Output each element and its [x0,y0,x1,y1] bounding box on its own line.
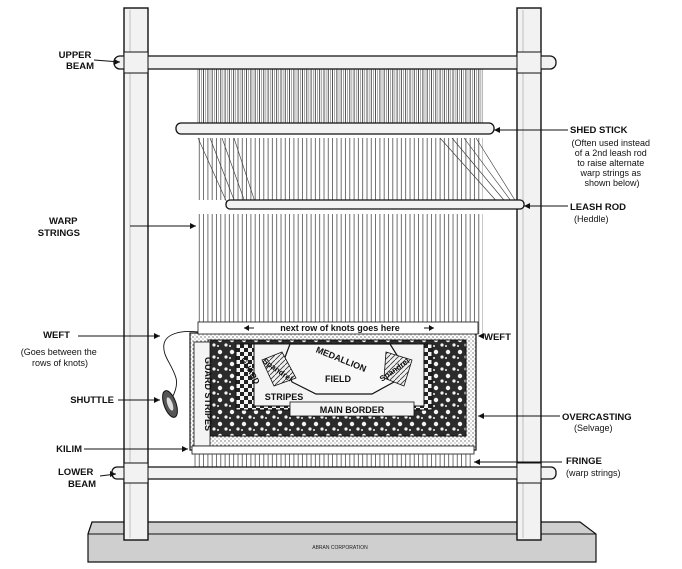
lower-beam [111,462,557,484]
main-border-label: MAIN BORDER [320,405,385,415]
stand-imprint: ABRAN CORPORATION [312,545,368,551]
warp-strings-label: WARP STRINGS [38,216,80,239]
shuttle [162,331,199,418]
weft-right-label: WEFT [484,332,511,343]
leash-rod-note: (Heddle) [574,214,609,224]
upper-beam-label: UPPER BEAM [59,50,94,72]
shuttle-label: SHUTTLE [70,395,114,406]
guard-stripes-left-label: GUARD STRIPES [203,357,213,431]
shed-stick-note: (Often used instead of a 2nd leash rod t… [571,138,652,188]
woven-rug [189,321,479,455]
field-label: FIELD [325,374,351,384]
left-labels: UPPER BEAM WARP STRINGS WEFT (Goes betwe… [21,50,114,490]
overcasting-note: (Selvage) [574,423,613,433]
fringe-note: (warp strings) [566,468,621,478]
upper-beam [113,51,557,74]
shed-stick [175,122,495,135]
right-labels: SHED STICK (Often used instead of a 2nd … [484,125,652,478]
kilim-label: KILIM [56,444,82,455]
fringe-label: FRINGE [566,456,602,467]
leash-rod [225,199,525,210]
weft-left-note: (Goes between the rows of knots) [21,347,100,368]
leader-lines [78,59,568,477]
loom-frame [123,7,542,541]
fringe [192,454,474,470]
shed-stick-label: SHED STICK [570,125,628,136]
overcasting-label: OVERCASTING [562,412,632,423]
leash-rod-label: LEASH ROD [570,202,626,213]
warp-strings [197,64,519,334]
lower-beam-label: LOWER BEAM [58,467,96,490]
loom-stand: ABRAN CORPORATION [87,521,597,563]
next-row-label: next row of knots goes here [280,323,400,333]
weft-left-label: WEFT [43,330,70,341]
stripes-label: STRIPES [265,392,304,402]
